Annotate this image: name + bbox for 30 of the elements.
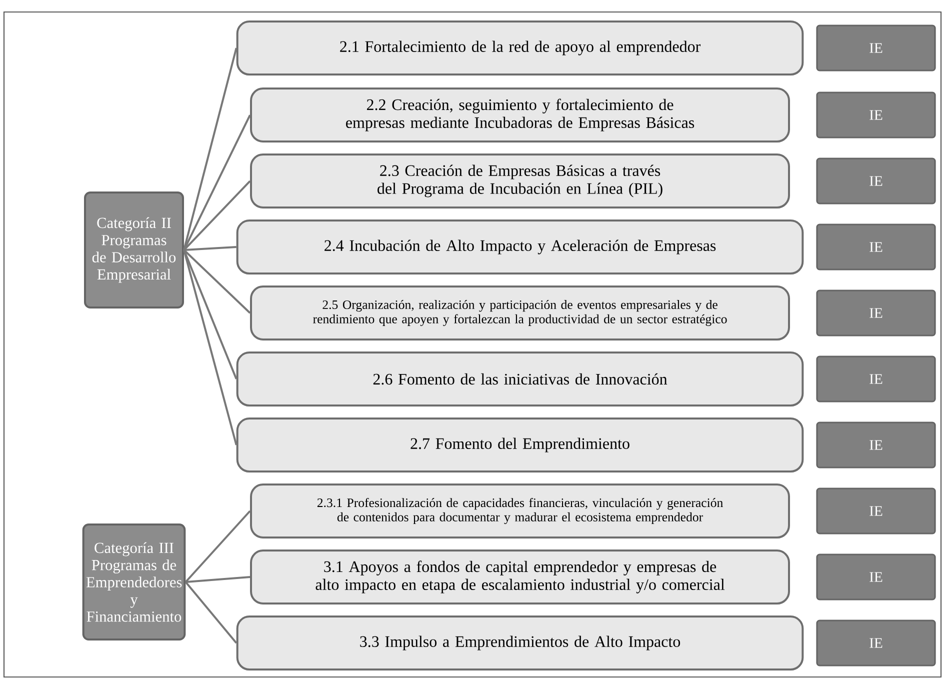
connector-line: [184, 246, 236, 251]
connector-line: [186, 576, 250, 583]
label-box: IE: [816, 422, 936, 468]
connector-line: [184, 510, 251, 583]
connector-line: [183, 249, 251, 314]
program-box: 2.1 Fortalecimiento de la red de apoyo al emprendedor: [236, 20, 804, 76]
label-box: IE: [816, 24, 936, 72]
label-box: IE: [816, 356, 936, 402]
category-box: Categoría II Programas de Desarrollo Empresarial: [84, 192, 184, 308]
program-box: 3.1 Apoyos a fondos de capital emprendedor y empresas de alto impacto en etapa de escalamiento industrial y/o comercial: [250, 550, 790, 604]
label-box: IE: [816, 158, 936, 204]
label-box: IE: [816, 92, 936, 138]
connector-line: [184, 581, 238, 644]
program-box: 2.3 Creación de Empresas Básicas a través del Programa de Incubación en Línea (PIL): [250, 154, 790, 208]
connector-line: [183, 48, 238, 250]
label-box: IE: [816, 488, 936, 534]
program-box: 2.3.1 Profesionalización de capacidades financieras, vinculación y generación de contenidos para documentar y madurar el ecosistema emprendedor: [250, 484, 790, 538]
program-box: 3.3 Impulso a Emprendimientos de Alto Impacto: [236, 616, 804, 670]
label-box: IE: [816, 554, 936, 600]
label-box: IE: [816, 224, 936, 270]
connector-line: [183, 250, 238, 446]
program-box: 2.7 Fomento del Emprendimiento: [236, 418, 804, 472]
label-box: IE: [816, 290, 936, 336]
category-box: Categoría III Programas de Emprendedores y Financiamiento: [82, 524, 186, 640]
label-box: IE: [816, 620, 936, 666]
program-box: 2.5 Organización, realización y participación de eventos empresariales y de rendimiento que apoyen y fortalezcan la productividad de un sector estratégico: [250, 286, 790, 340]
program-box: 2.4 Incubación de Alto Impacto y Aceleración de Empresas: [236, 220, 804, 274]
program-box: 2.6 Fomento de las iniciativas de Innovación: [236, 352, 804, 406]
program-box: 2.2 Creación, seguimiento y fortalecimiento de empresas mediante Incubadoras de Empresas Básicas: [250, 88, 790, 142]
connector-line: [183, 180, 251, 251]
